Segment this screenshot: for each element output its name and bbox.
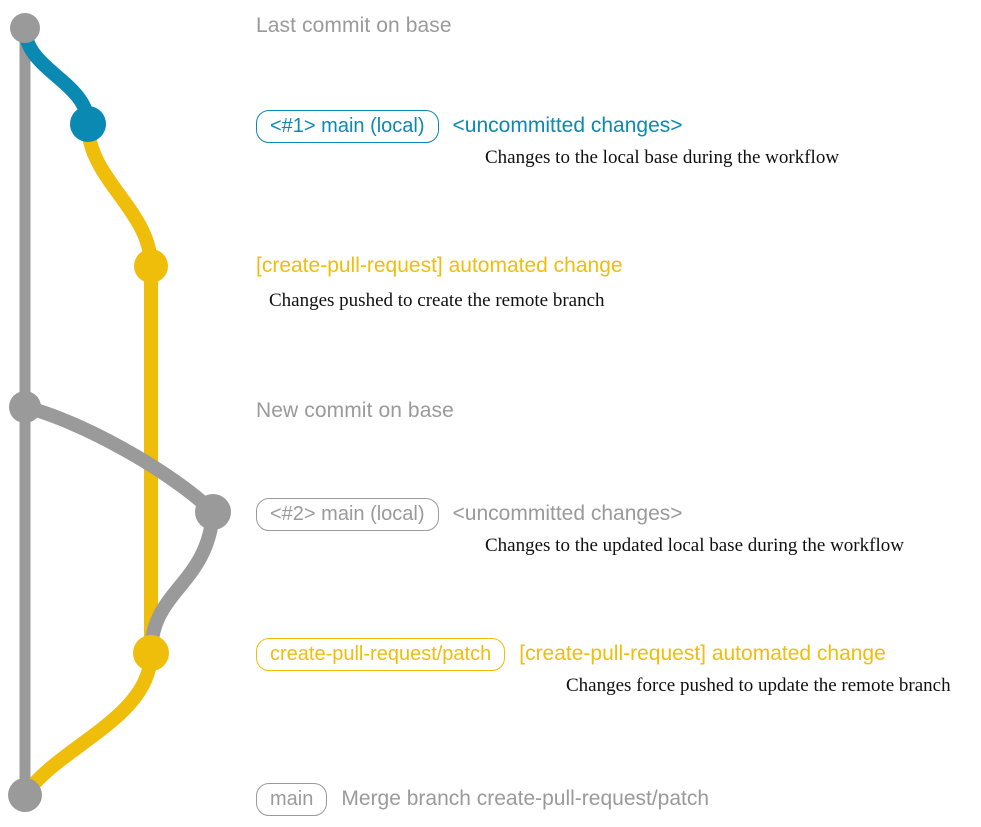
commit-node-patch-2[interactable] <box>133 635 169 671</box>
caption-new-commit-on-base: New commit on base <box>256 399 454 422</box>
entry-merge: main Merge branch create-pull-request/pa… <box>256 783 709 816</box>
edge-local1-to-patch1 <box>81 117 158 273</box>
edge-basenew-to-local2 <box>18 400 220 519</box>
commit-node-patch-1[interactable] <box>134 249 168 283</box>
commit-node-base-merge[interactable] <box>8 778 42 812</box>
commit-subject-patch-1: [create-pull-request] automated change <box>256 254 623 277</box>
ref-badge-main[interactable]: main <box>256 783 328 816</box>
commit-subject-merge: Merge branch create-pull-request/patch <box>341 787 710 810</box>
edge-patch2-to-merge <box>18 646 158 802</box>
commit-node-local-1[interactable] <box>70 106 106 142</box>
commit-subject-local-1: <uncommitted changes> <box>452 114 683 137</box>
commit-node-local-2[interactable] <box>195 494 231 530</box>
commit-node-base-new[interactable] <box>9 391 41 423</box>
ref-badge-patch-2[interactable]: create-pull-request/patch <box>256 638 506 671</box>
entry-patch-1: [create-pull-request] automated change <box>256 255 623 276</box>
entry-patch-2: create-pull-request/patch [create-pull-r… <box>256 638 886 671</box>
commit-note-local-2: Changes to the updated local base during… <box>485 535 904 556</box>
ref-badge-local-1[interactable]: <#1> main (local) <box>256 110 439 143</box>
caption-last-commit-on-base: Last commit on base <box>256 14 452 37</box>
commit-note-local-1: Changes to the local base during the wor… <box>485 147 840 168</box>
commit-node-base-last[interactable] <box>10 13 40 43</box>
ref-badge-local-2[interactable]: <#2> main (local) <box>256 498 439 531</box>
edge-local2-to-patch2 <box>144 505 220 660</box>
commit-note-patch-1: Changes pushed to create the remote bran… <box>269 290 605 311</box>
entry-new-commit-on-base: New commit on base <box>256 399 454 423</box>
entry-local-1: <#1> main (local) <uncommitted changes> <box>256 110 683 143</box>
commit-subject-local-2: <uncommitted changes> <box>452 502 683 525</box>
commit-subject-patch-2: [create-pull-request] automated change <box>519 642 886 665</box>
entry-local-2: <#2> main (local) <uncommitted changes> <box>256 498 683 531</box>
commit-note-patch-2: Changes force pushed to update the remot… <box>566 675 951 696</box>
entry-last-commit-on-base: Last commit on base <box>256 14 452 38</box>
